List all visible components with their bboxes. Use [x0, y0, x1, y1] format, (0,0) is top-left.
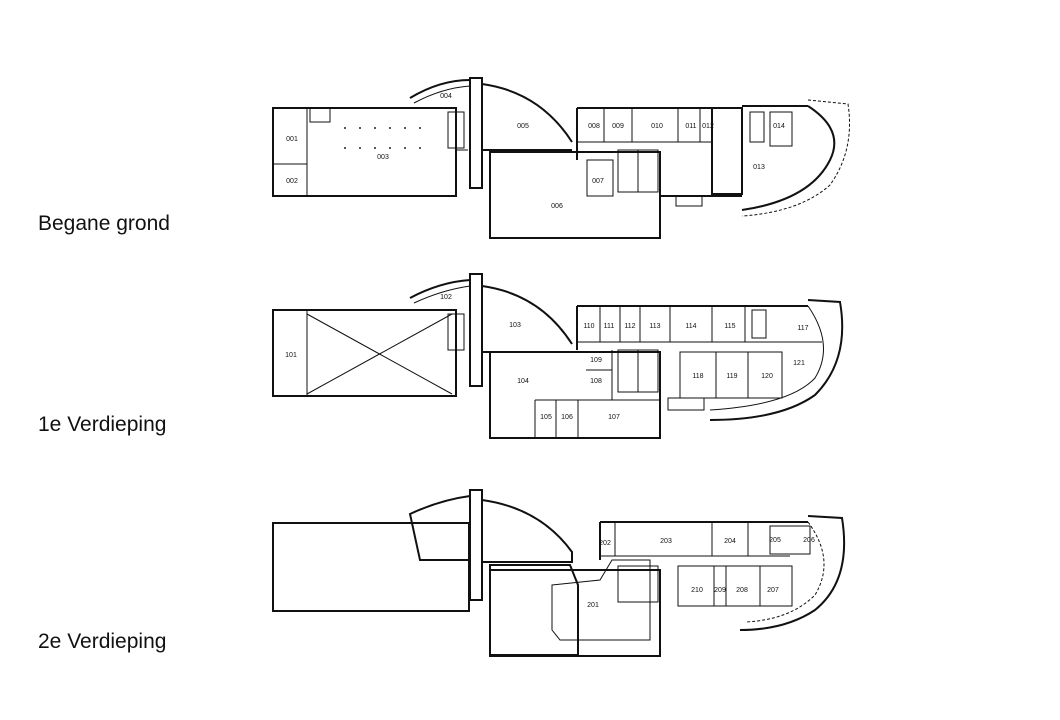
room-label: 119: [726, 373, 737, 380]
room-label: 203: [660, 538, 672, 545]
room-label: 006: [551, 203, 563, 210]
room-label: 205: [769, 537, 781, 544]
room-label: 106: [561, 414, 573, 421]
room-label: 008: [588, 123, 600, 130]
room-label: 121: [793, 360, 805, 367]
room-label: 110: [583, 323, 594, 330]
room-label: 118: [692, 373, 703, 380]
room-label: 004: [440, 93, 452, 100]
room-label: 002: [286, 178, 298, 185]
room-label: 103: [509, 322, 521, 329]
room-label: 114: [685, 323, 696, 330]
room-label: 206: [803, 537, 815, 544]
room-label: 113: [649, 323, 660, 330]
room-label: 003: [377, 154, 389, 161]
plan-second-floor: [272, 489, 846, 657]
room-label: 201: [587, 602, 599, 609]
room-label: 012: [702, 123, 714, 130]
room-labels-second: 201 202 203 204 205 206 207 208 209 210: [587, 537, 815, 609]
plan-first-floor: [272, 273, 844, 439]
room-label: 109: [590, 357, 602, 364]
plan-ground-floor: [272, 77, 851, 239]
room-label: 014: [773, 123, 785, 130]
room-label: 208: [736, 587, 748, 594]
room-label: 104: [517, 378, 529, 385]
room-label: 009: [612, 123, 624, 130]
room-label: 120: [761, 373, 773, 380]
room-label: 207: [767, 587, 779, 594]
room-label: 011: [685, 123, 696, 130]
room-label: 115: [724, 323, 735, 330]
room-label: 010: [651, 123, 663, 130]
room-label: 107: [608, 414, 620, 421]
room-labels-first: 101 102 103 104 105 106 107 108 109 110 …: [285, 294, 809, 421]
room-label: 013: [753, 164, 765, 171]
room-label: 112: [624, 323, 635, 330]
room-label: 204: [724, 538, 736, 545]
room-labels-ground: 001 002 003 004 005 006 007 008 009 010 …: [286, 93, 785, 210]
room-label: 117: [797, 325, 808, 332]
room-label: 105: [540, 414, 552, 421]
room-label: 007: [592, 178, 604, 185]
floor-label-ground: Begane grond: [38, 212, 170, 235]
room-label: 202: [599, 540, 611, 547]
room-label: 101: [285, 352, 297, 359]
floor-label-second: 2e Verdieping: [38, 630, 167, 653]
room-label: 001: [286, 136, 298, 143]
room-label: 102: [440, 294, 452, 301]
room-label: 005: [517, 123, 529, 130]
floor-label-first: 1e Verdieping: [38, 413, 167, 436]
room-label: 108: [590, 378, 602, 385]
room-label: 210: [691, 587, 703, 594]
room-label: 111: [604, 323, 615, 330]
room-label: 209: [714, 587, 726, 594]
